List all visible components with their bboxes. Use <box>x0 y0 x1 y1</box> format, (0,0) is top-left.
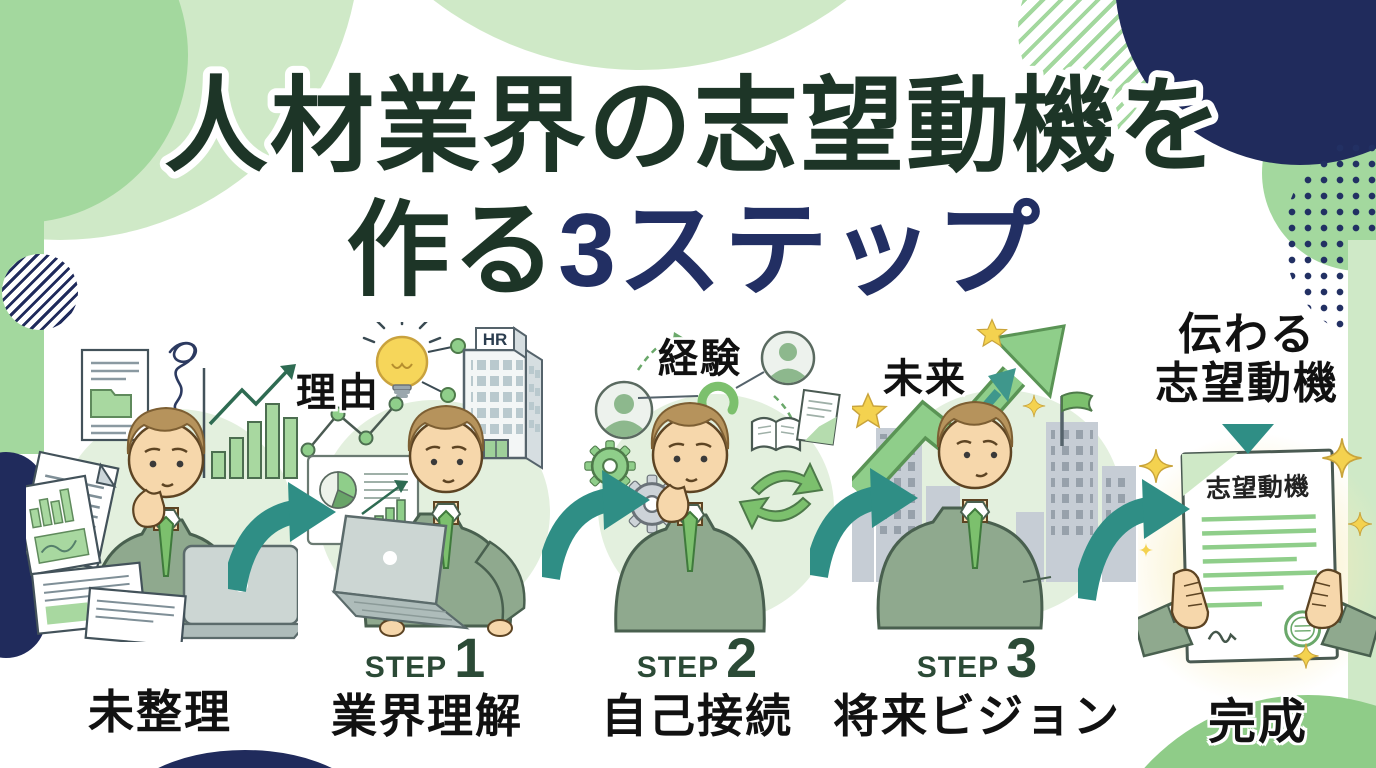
right-hand <box>1304 568 1376 658</box>
illustration-result: 志望動機 <box>1138 433 1376 703</box>
flow-arrow-icon <box>228 482 336 593</box>
avatar-icon <box>594 380 654 440</box>
annotation-result-line1: 伝わる <box>1178 310 1316 359</box>
desk-papers-icon <box>30 561 187 642</box>
stage-label-unorganized: 未整理 <box>88 686 232 738</box>
building-sign-label: HR <box>483 330 508 349</box>
title-line2-green: 作る <box>346 193 558 309</box>
annotation-future: 未来 <box>883 357 967 401</box>
flow-arrow-icon <box>1078 479 1190 601</box>
title-line1: 人材業界の志望動機を <box>164 69 1224 185</box>
open-book-icon <box>750 416 802 452</box>
line-chart-icon <box>300 396 404 458</box>
step-word: STEP <box>636 651 720 684</box>
confusion-scribble-icon <box>168 341 198 410</box>
stage-label-step3: 将来ビジョン <box>833 690 1121 742</box>
stage-label-step2: 自己接続 <box>601 690 793 742</box>
growth-chart-icon <box>202 364 298 479</box>
signature <box>1207 630 1237 643</box>
hr-building-icon: HR <box>462 326 543 470</box>
document-title: 志望動機 <box>1206 473 1311 504</box>
step-word: STEP <box>364 651 448 684</box>
step1-chip: STEP 1 <box>365 630 486 686</box>
document-icon <box>795 388 841 446</box>
cycle-arrows-icon <box>738 461 824 531</box>
page-title: 人材業界の志望動機を 作る3ステップ <box>157 62 1229 316</box>
motivation-document: 志望動機 <box>1180 448 1339 664</box>
lightbulb-icon <box>362 322 466 403</box>
step-word: STEP <box>916 651 1000 684</box>
illustration-step1: HR <box>300 322 550 638</box>
stage-label-step1: 業界理解 <box>331 690 523 742</box>
flow-arrow-icon <box>542 470 650 581</box>
title-line2-navy: 3ステップ <box>558 193 1042 309</box>
annotation-reason: 理由 <box>296 371 380 415</box>
step-number: 2 <box>726 626 758 689</box>
dashed-arrows <box>636 336 798 433</box>
step2-chip: STEP 2 <box>637 630 758 686</box>
star-icon <box>852 393 887 428</box>
document-lines <box>1201 514 1318 608</box>
illustration-step2 <box>583 330 841 633</box>
step-number: 1 <box>454 626 486 689</box>
flow-arrow-icon <box>810 468 918 579</box>
illustration-unorganized <box>26 341 298 642</box>
stage-label-result: 完成 <box>1207 696 1309 749</box>
chart-document-icon <box>26 474 102 576</box>
deco-striped-circle-left <box>2 254 78 330</box>
deco-navy-dome-bottom <box>117 750 373 768</box>
annotation-result: 伝わる 志望動機 <box>1155 310 1339 409</box>
link-icon <box>697 381 739 415</box>
down-arrow-icon <box>1222 424 1274 454</box>
svg-text:作る3ステップ: 作る3ステップ <box>346 193 1042 309</box>
flag-icon <box>1060 391 1094 446</box>
avatar-icon <box>760 330 816 386</box>
annotation-result-line2: 志望動機 <box>1155 359 1339 409</box>
laptop-icon <box>331 514 470 630</box>
step3-chip: STEP 3 <box>917 630 1038 686</box>
left-hand <box>1138 568 1210 658</box>
step-number: 3 <box>1006 626 1038 689</box>
annotation-experience: 経験 <box>658 337 742 381</box>
